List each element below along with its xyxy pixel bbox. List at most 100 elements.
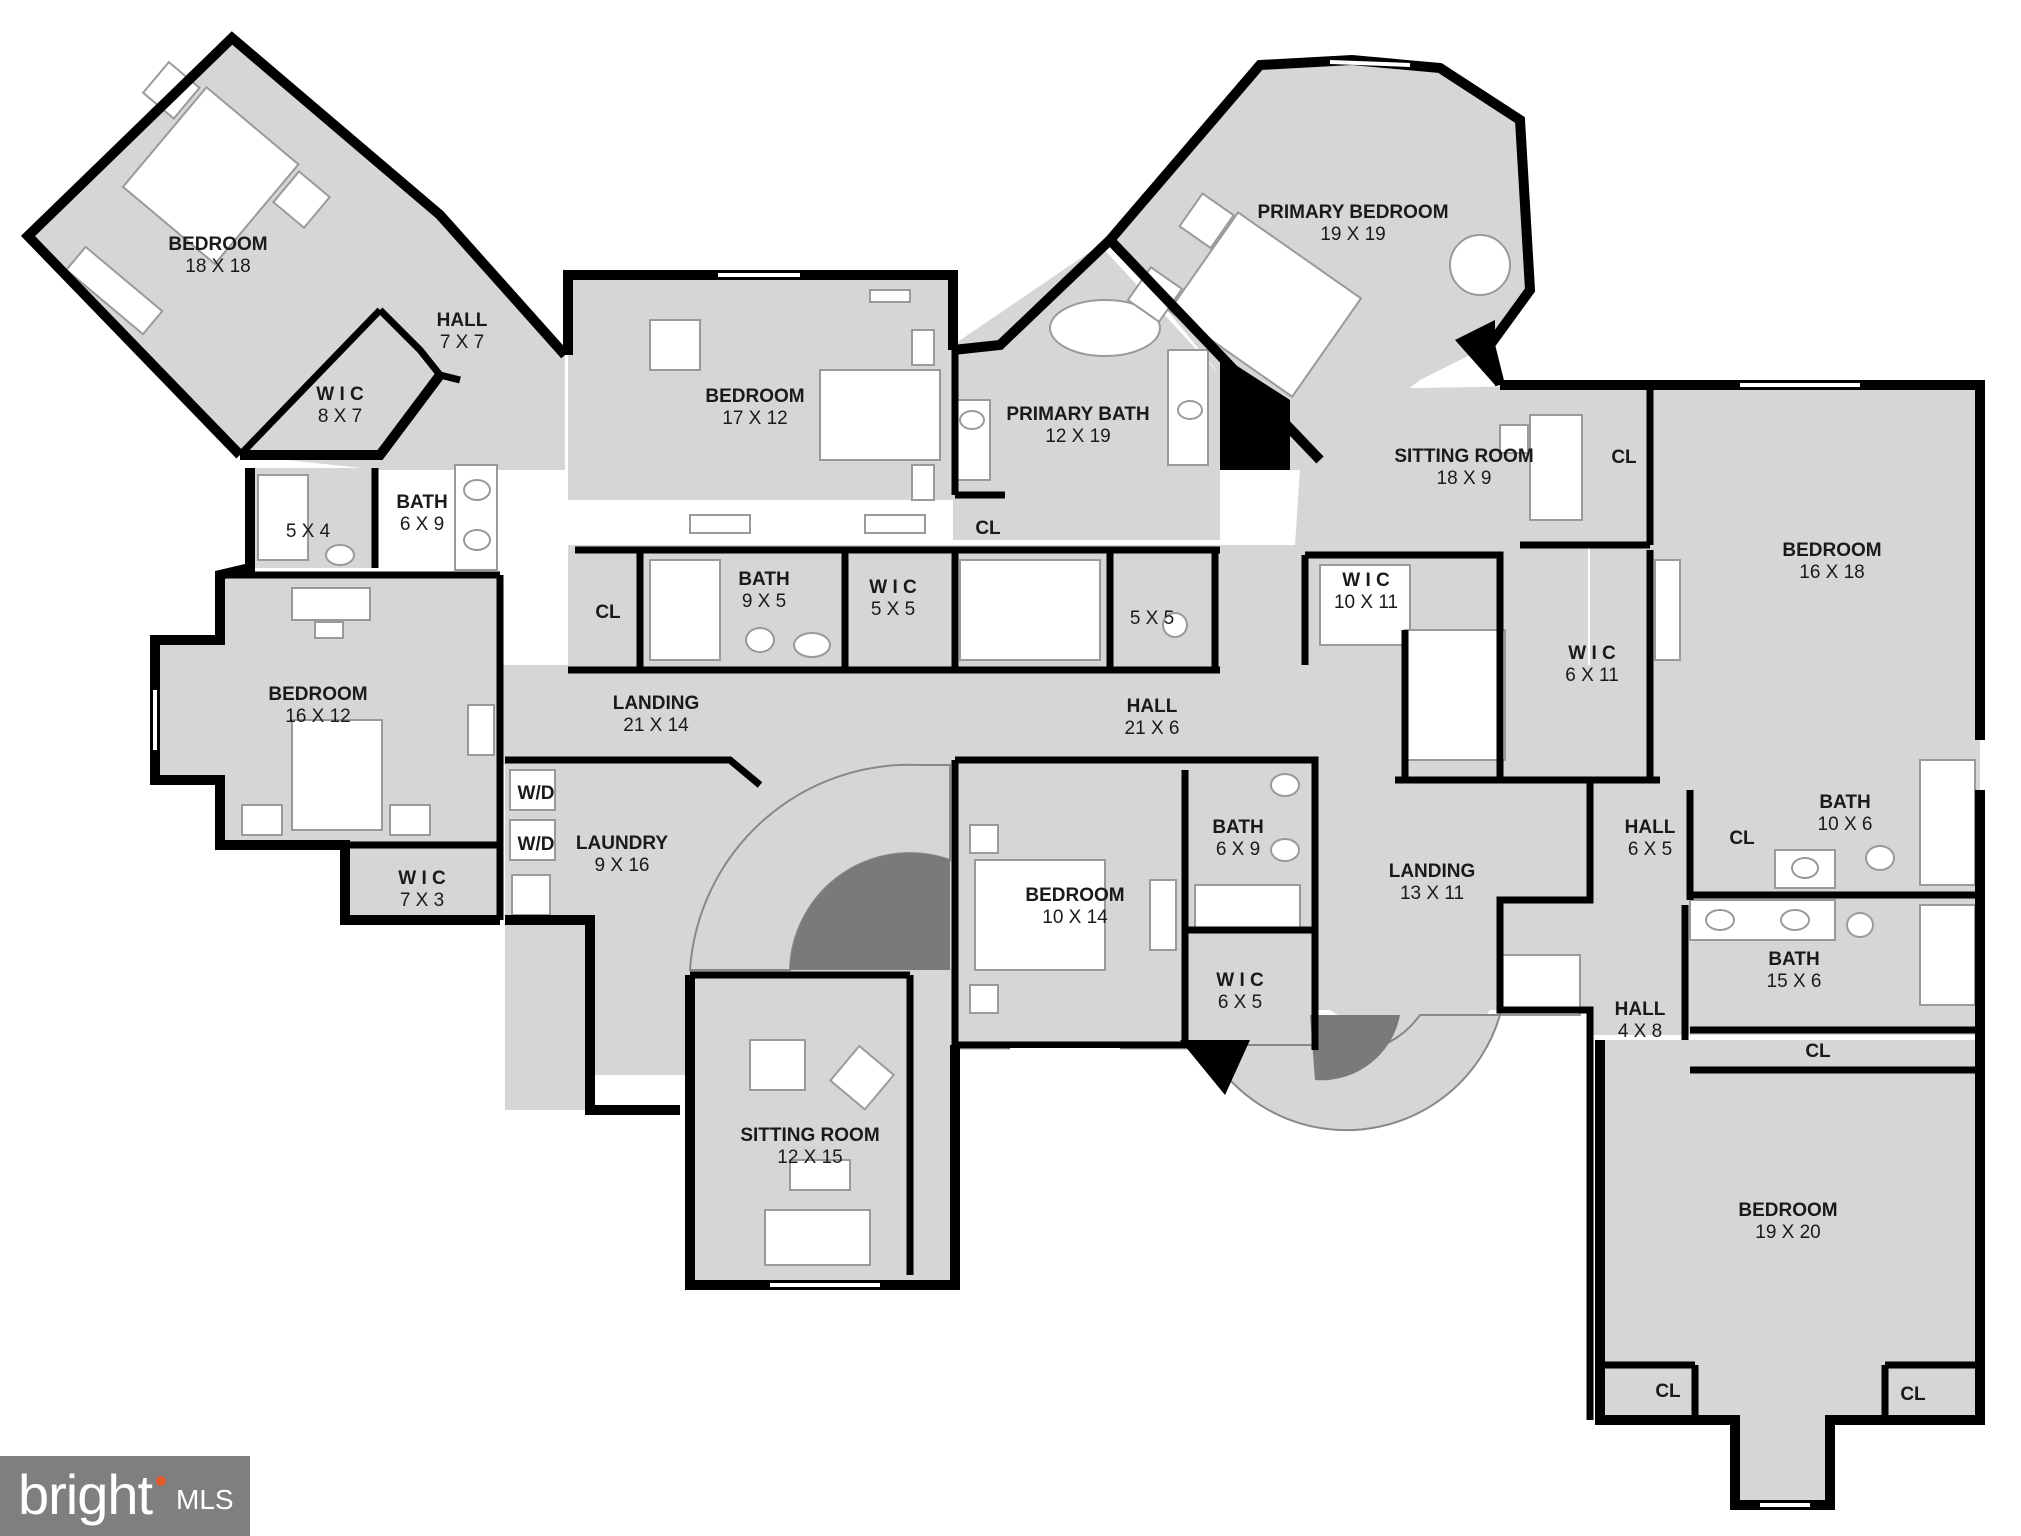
- floor-hall-7x7: [240, 215, 565, 470]
- svg-text:21 X 6: 21 X 6: [1125, 718, 1180, 739]
- armchair: [649, 319, 701, 371]
- svg-text:21 X 14: 21 X 14: [623, 715, 689, 736]
- tub: [257, 474, 309, 561]
- bed: [819, 369, 941, 461]
- bed: [121, 85, 300, 266]
- toilet: [1162, 612, 1188, 638]
- nightstand: [911, 464, 935, 501]
- shower: [1499, 954, 1581, 1016]
- svg-text:SITTING ROOM: SITTING ROOM: [1394, 446, 1533, 467]
- svg-text:BATH: BATH: [738, 569, 789, 590]
- svg-text:PRIMARY BATH: PRIMARY BATH: [1006, 404, 1149, 425]
- svg-text:BATH: BATH: [1819, 792, 1870, 813]
- sink: [1791, 857, 1819, 879]
- brand-accent-dot-icon: [156, 1476, 166, 1486]
- shower: [1919, 759, 1976, 886]
- nightstand: [241, 804, 283, 836]
- nightstand: [911, 329, 935, 366]
- svg-text:9 X 5: 9 X 5: [742, 591, 786, 612]
- svg-text:16 X 12: 16 X 12: [285, 706, 351, 727]
- bench: [1654, 559, 1681, 661]
- svg-text:BEDROOM: BEDROOM: [1025, 885, 1124, 906]
- nightstand: [389, 804, 431, 836]
- svg-text:HALL: HALL: [1625, 817, 1676, 838]
- sofa: [764, 1209, 871, 1266]
- svg-text:13 X 11: 13 X 11: [1400, 883, 1464, 904]
- svg-text:7 X 3: 7 X 3: [400, 890, 444, 911]
- washer-dryer: [509, 769, 556, 811]
- toilet: [325, 544, 355, 566]
- stair-left-well: [790, 853, 950, 970]
- svg-text:5 X 4: 5 X 4: [286, 521, 331, 542]
- armchair: [828, 1044, 896, 1111]
- chair: [314, 621, 344, 639]
- svg-text:19 X 20: 19 X 20: [1755, 1222, 1821, 1243]
- room-label: W I C6 X 11: [1565, 643, 1619, 686]
- room-label: 5 X 4: [286, 521, 331, 542]
- svg-text:LANDING: LANDING: [613, 693, 700, 714]
- svg-text:BATH: BATH: [1768, 949, 1819, 970]
- primary-closet-wall-fill: [1220, 355, 1290, 470]
- dresser: [1149, 879, 1177, 951]
- sink: [793, 632, 831, 658]
- svg-text:BEDROOM: BEDROOM: [1738, 1200, 1837, 1221]
- svg-text:CL: CL: [595, 602, 621, 623]
- sink: [1177, 400, 1203, 420]
- bed: [291, 719, 383, 831]
- nightstand: [969, 984, 999, 1014]
- floor-primary-bedroom: [1110, 60, 1530, 470]
- svg-text:CL: CL: [1729, 828, 1755, 849]
- room-label: 5 X 5: [1130, 608, 1174, 629]
- svg-text:6 X 5: 6 X 5: [1218, 992, 1262, 1013]
- tub: [1194, 884, 1301, 931]
- sofa: [1529, 414, 1583, 521]
- room-label: CL: [1611, 447, 1637, 468]
- dresser: [64, 245, 164, 336]
- svg-text:HALL: HALL: [1615, 999, 1666, 1020]
- svg-text:7 X 7: 7 X 7: [440, 332, 484, 353]
- room-label: W I C10 X 11: [1334, 570, 1398, 613]
- room-label: W I C7 X 3: [398, 868, 446, 911]
- svg-text:10 X 6: 10 X 6: [1818, 814, 1873, 835]
- svg-text:6 X 9: 6 X 9: [1216, 839, 1260, 860]
- svg-text:W/D: W/D: [518, 783, 555, 804]
- svg-text:W/D: W/D: [518, 834, 555, 855]
- desk: [291, 587, 371, 621]
- room-label: CL: [1655, 1381, 1681, 1402]
- floor-bedroom-16x12: [155, 575, 500, 845]
- bright-mls-logo: bright MLS: [0, 1456, 250, 1536]
- bed: [1167, 210, 1363, 399]
- svg-text:12 X 15: 12 X 15: [777, 1147, 843, 1168]
- svg-text:W I C: W I C: [1568, 643, 1616, 664]
- dresser: [864, 514, 926, 534]
- nightstand: [969, 824, 999, 854]
- toilet: [745, 627, 775, 653]
- dresser: [689, 514, 751, 534]
- brand-name: bright: [18, 1463, 153, 1526]
- floor-wic-7x3: [345, 845, 500, 915]
- floor-bedroom-19x20: [1600, 1040, 1980, 1505]
- sink: [463, 479, 491, 501]
- staircases: [688, 320, 1502, 1132]
- svg-text:W I C: W I C: [1216, 970, 1264, 991]
- svg-text:17 X 12: 17 X 12: [722, 408, 788, 429]
- bed: [974, 859, 1106, 971]
- room-label: CL: [975, 518, 1001, 539]
- shower: [959, 559, 1101, 661]
- svg-text:6 X 9: 6 X 9: [400, 514, 444, 535]
